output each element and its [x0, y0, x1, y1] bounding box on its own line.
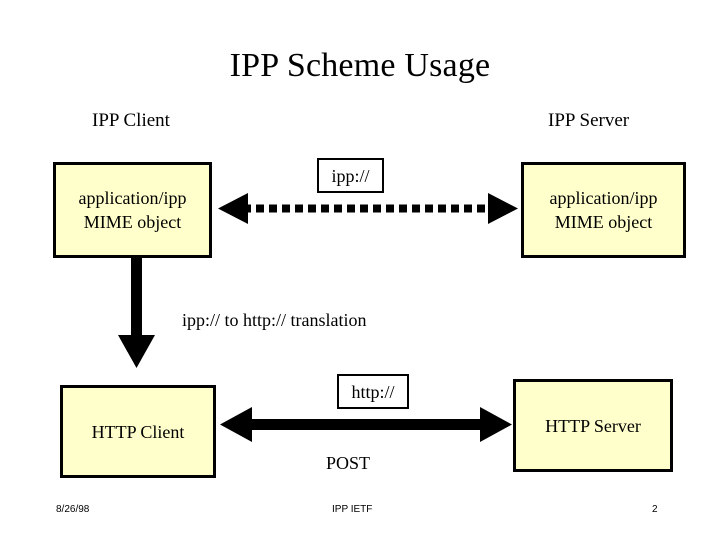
label-ipp-scheme[interactable]: ipp:// — [317, 158, 384, 193]
label-http-scheme-text: http:// — [351, 381, 395, 402]
caption-post: POST — [326, 453, 371, 473]
arrow-ipp-to-http-translation — [118, 258, 155, 368]
box-ipp-server[interactable]: application/ipp MIME object — [521, 162, 686, 258]
box-ipp-server-line1: application/ipp — [549, 188, 658, 208]
footer-note: IPP IETF — [332, 504, 373, 515]
heading-ipp-client: IPP Client — [92, 110, 170, 131]
arrow-http-bidirectional — [220, 407, 512, 442]
page-title: IPP Scheme Usage — [229, 47, 491, 84]
box-ipp-client-line2: MIME object — [83, 212, 182, 232]
box-ipp-client-line1: application/ipp — [78, 188, 187, 208]
box-http-server-line1: HTTP Server — [545, 415, 641, 436]
footer-page-number: 2 — [652, 504, 658, 515]
label-http-scheme[interactable]: http:// — [337, 374, 409, 409]
caption-translation: ipp:// to http:// translation — [182, 310, 367, 330]
box-http-client[interactable]: HTTP Client — [60, 385, 216, 478]
box-http-client-line1: HTTP Client — [91, 421, 185, 442]
footer-date: 8/26/98 — [56, 504, 90, 515]
box-http-server[interactable]: HTTP Server — [513, 379, 673, 472]
arrow-ipp-bidirectional — [218, 193, 518, 224]
heading-ipp-server: IPP Server — [548, 110, 630, 131]
box-ipp-server-line2: MIME object — [554, 212, 653, 232]
label-ipp-scheme-text: ipp:// — [331, 165, 370, 186]
box-ipp-client[interactable]: application/ipp MIME object — [53, 162, 212, 258]
